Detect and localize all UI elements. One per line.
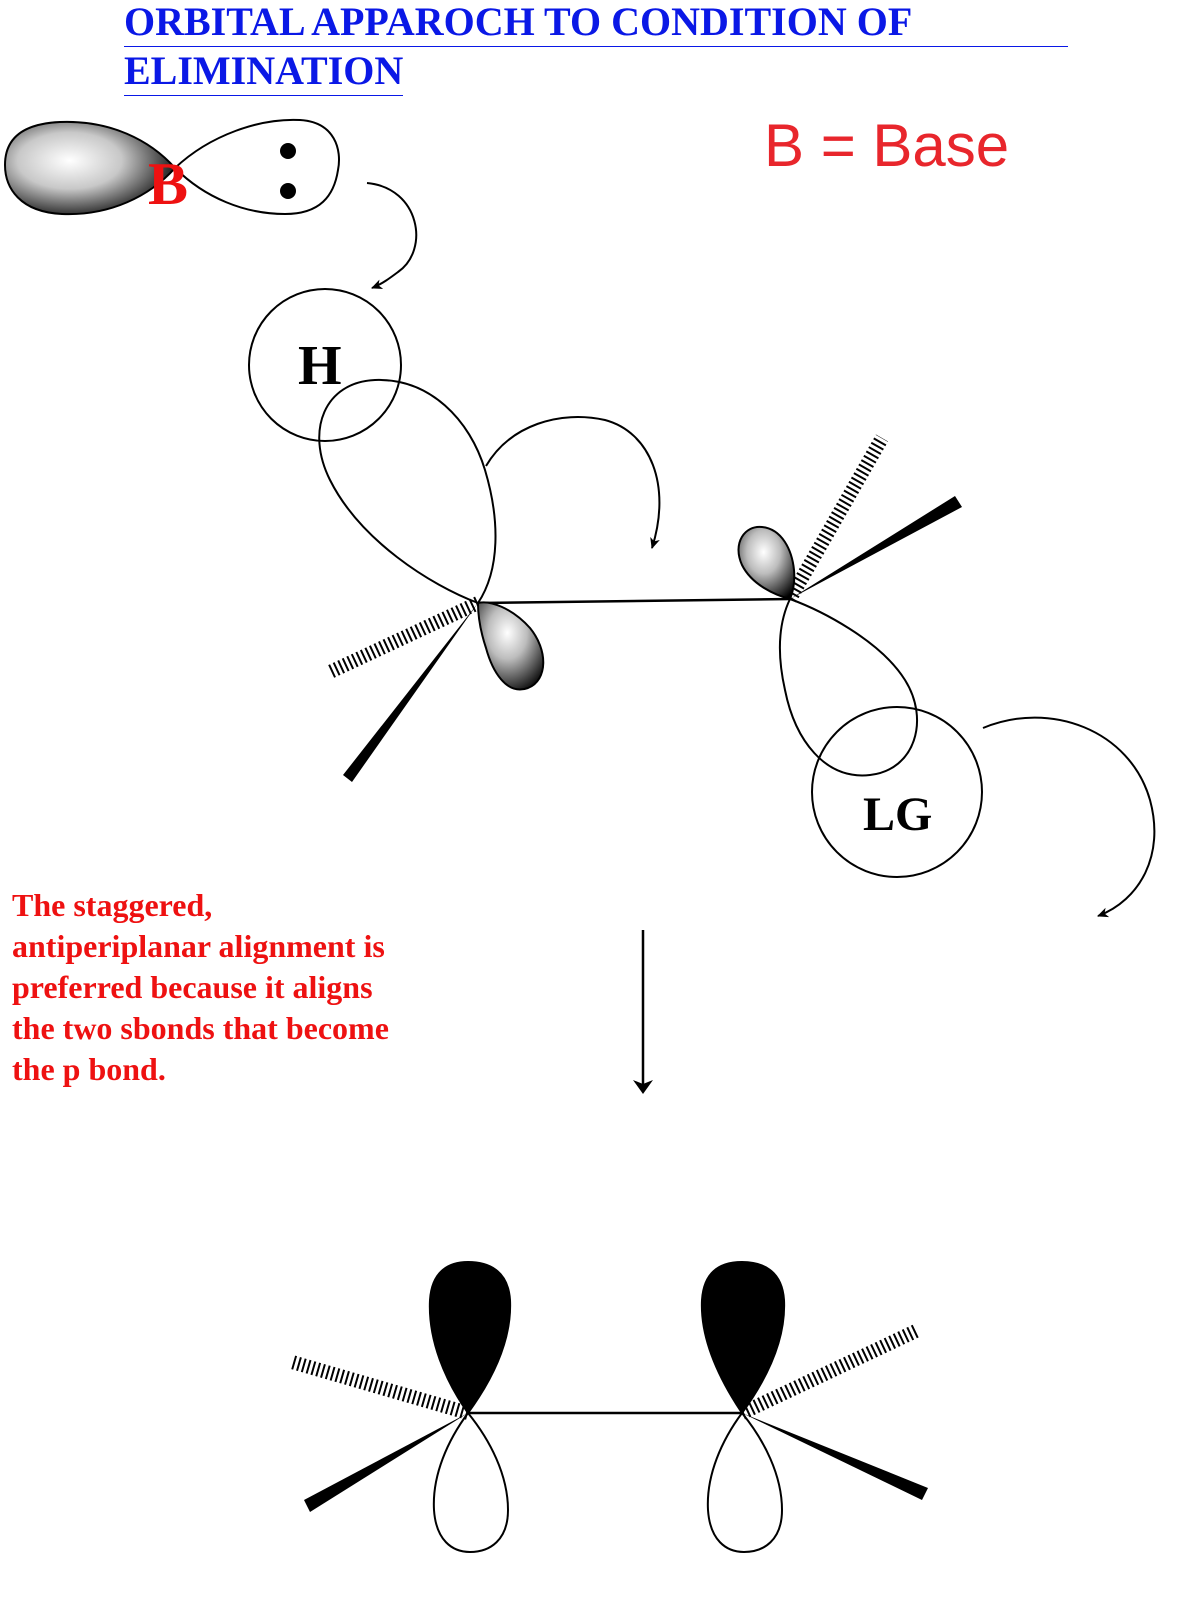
product-solid-wedge-left (304, 1413, 468, 1512)
curved-arrow-leaving-group-departure (982, 716, 1156, 918)
curved-arrow-ch-to-cc (485, 416, 661, 549)
product-solid-wedge-right (742, 1413, 928, 1500)
product-hashed-wedge-left (290, 1355, 470, 1420)
hashed-wedge-bond-right (783, 434, 889, 603)
right-p-orbital-bottom-lobe (706, 1411, 784, 1554)
leaving-group-orbital-circle (811, 706, 983, 878)
solid-wedge-bond-left (343, 603, 478, 782)
left-p-orbital-top-lobe (428, 1260, 512, 1415)
carbon-leaving-group-sigma-lobe (778, 597, 919, 777)
base-legend: B = Base (764, 112, 1010, 179)
hydrogen-orbital-circle (248, 288, 402, 442)
left-carbon-back-lobe (476, 601, 545, 691)
carbon-carbon-bond (477, 597, 791, 605)
curved-arrow-base-to-hydrogen (366, 182, 418, 289)
hydrogen-label: H (298, 335, 342, 397)
solid-wedge-bond-right (790, 496, 962, 599)
diagram-title-line-1: ORBITAL APPAROCH TO CONDITION OF (124, 0, 1068, 47)
product-alkene-group (290, 1260, 928, 1554)
right-p-orbital-top-lobe (700, 1260, 786, 1415)
lone-pair-electron (280, 183, 296, 199)
left-p-orbital-bottom-lobe (432, 1411, 510, 1554)
right-carbon-front-lobe (737, 525, 796, 601)
hashed-wedge-bond-left (327, 596, 481, 679)
base-shaded-lobe (3, 120, 177, 216)
lone-pair-electron (280, 143, 296, 159)
base-orbital-group: B (3, 118, 340, 217)
base-lone-pair-lobe (173, 118, 340, 216)
antiperiplanar-note: The staggered, antiperiplanar alignment … (12, 887, 389, 1087)
carbon-hydrogen-sigma-lobe (318, 378, 497, 605)
diagram-title-line-2: ELIMINATION (124, 49, 404, 96)
leaving-group-label: LG (863, 788, 932, 841)
base-atom-label: B (148, 151, 188, 217)
